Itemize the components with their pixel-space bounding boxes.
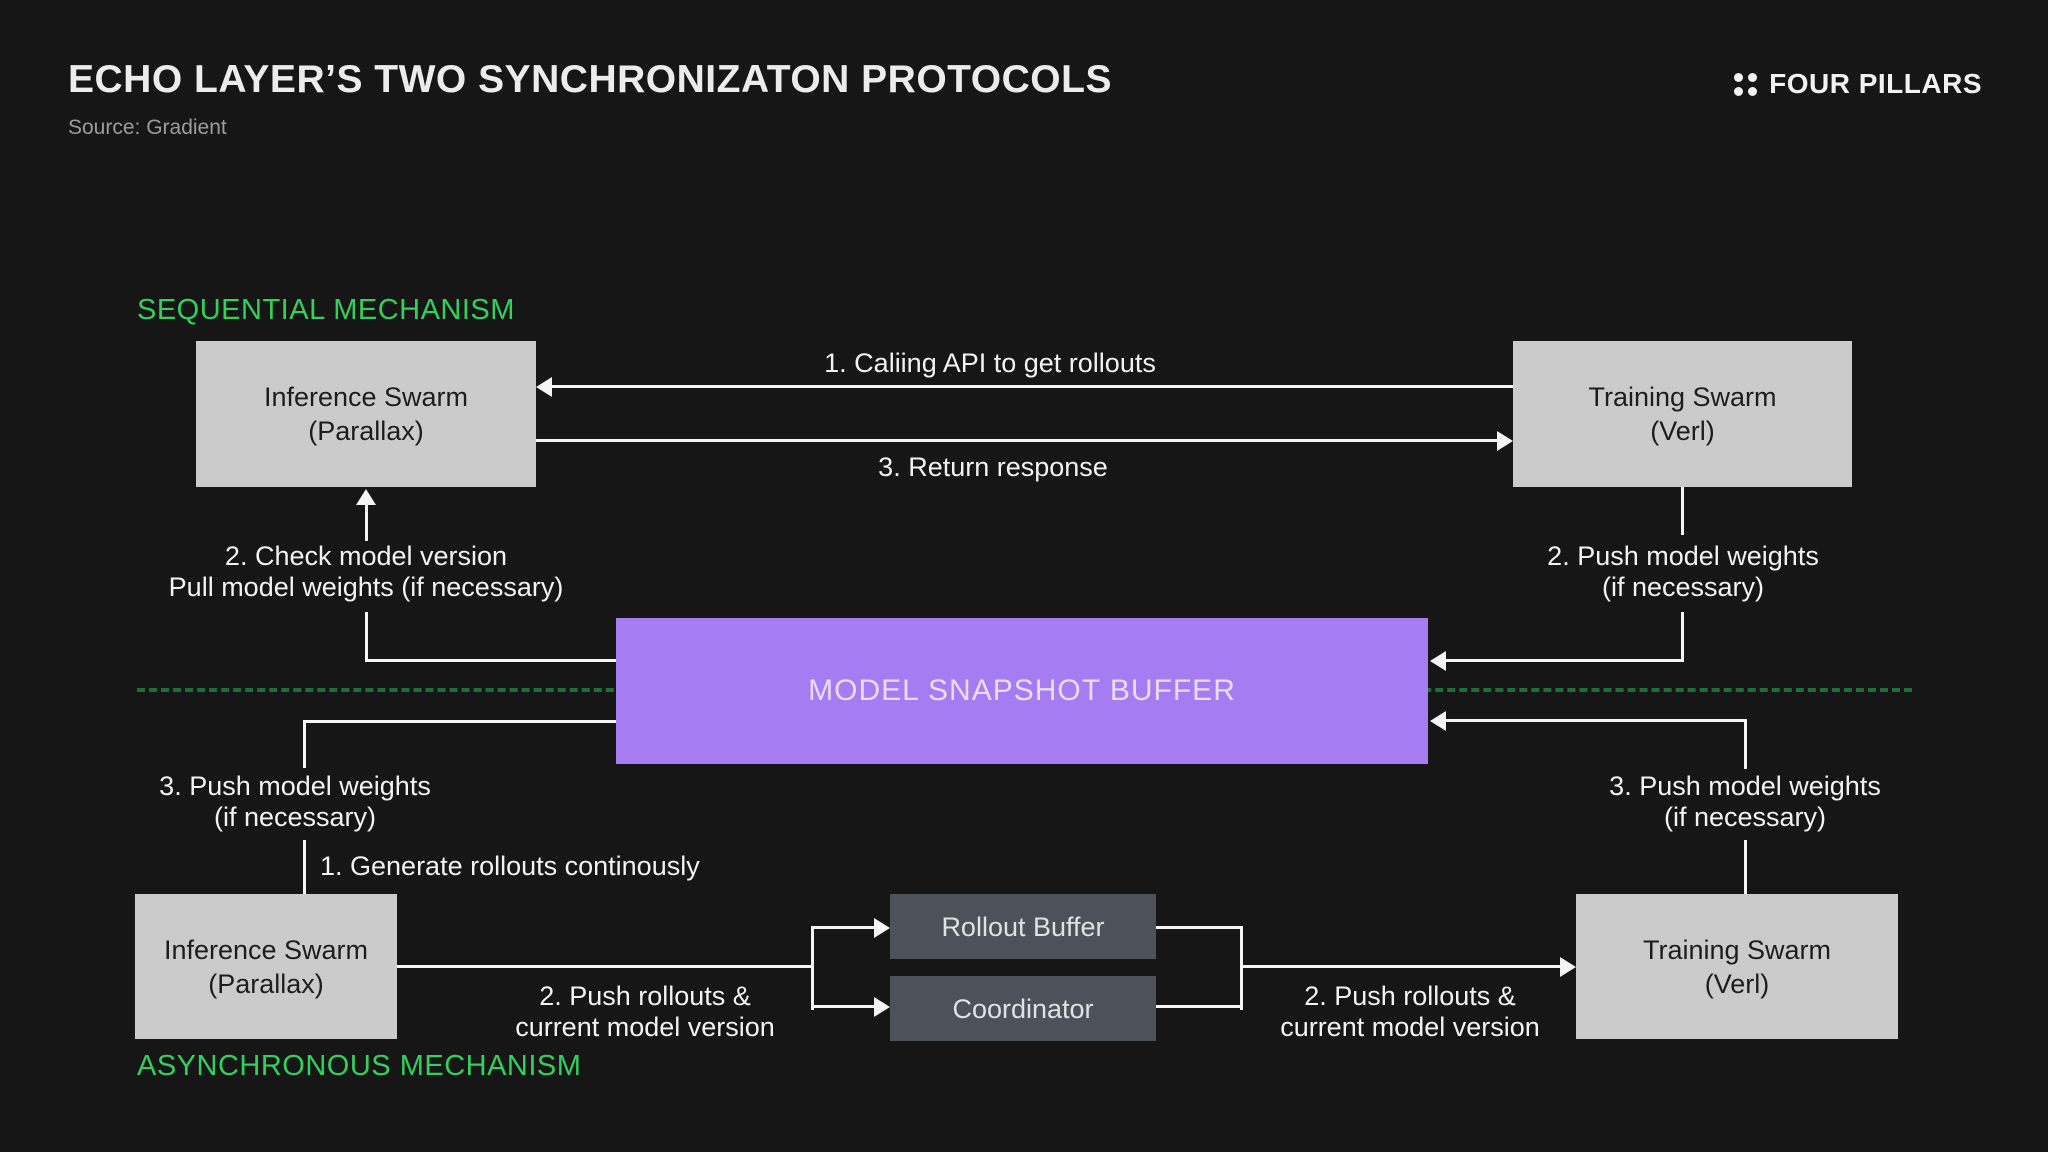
seq-training-swarm-line1: Training Swarm <box>1588 382 1777 412</box>
seq-right-elbow-horizontal-line <box>1446 659 1683 662</box>
async-inference-swarm-line1: Inference Swarm <box>163 934 369 965</box>
seq-left-elbow-vertical-line <box>365 612 368 662</box>
source-caption: Source: Gradient <box>68 116 227 139</box>
brand-logo: FOUR PILLARS <box>1734 68 1982 100</box>
seq-push-weights-line1: 2. Push model weights <box>1547 541 1819 571</box>
async-push-weights-right-line2: (if necessary) <box>1663 802 1827 832</box>
seq-check-version-label: 2. Check model version Pull model weight… <box>96 541 636 603</box>
model-snapshot-buffer-box: MODEL SNAPSHOT BUFFER <box>616 618 1428 764</box>
async-training-swarm-line1: Training Swarm <box>1642 934 1832 965</box>
seq-push-weights-label: 2. Push model weights (if necessary) <box>1463 541 1903 603</box>
async-push-rollouts-right-label: 2. Push rollouts & current model version <box>1210 981 1610 1043</box>
seq-check-version-line2: Pull model weights (if necessary) <box>168 572 564 602</box>
seq-push-weights-line2: (if necessary) <box>1601 572 1765 602</box>
async-inference-swarm-box: Inference Swarm (Parallax) <box>135 894 397 1039</box>
async-push-weights-left-line1: 3. Push model weights <box>159 771 431 801</box>
async-right-branch-vertical-line <box>1240 926 1243 1010</box>
seq-push-weights-v1-line <box>1681 487 1684 535</box>
coordinator-out-line <box>1156 1005 1243 1008</box>
async-training-swarm-line2: (Verl) <box>1704 968 1770 999</box>
async-push-weights-right-line1: 3. Push model weights <box>1609 771 1881 801</box>
seq-call-api-arrowhead-icon <box>536 377 552 397</box>
model-snapshot-buffer-label: MODEL SNAPSHOT BUFFER <box>808 674 1236 707</box>
async-push-rollouts-right-line1: 2. Push rollouts & <box>1304 981 1516 1011</box>
seq-training-swarm-box: Training Swarm (Verl) <box>1513 341 1852 487</box>
async-left-elbow-v2-line <box>303 840 306 894</box>
coordinator-box: Coordinator <box>890 976 1156 1041</box>
seq-push-weights-arrowhead-icon <box>1430 651 1446 671</box>
rollout-buffer-box: Rollout Buffer <box>890 894 1156 959</box>
seq-inference-swarm-line1: Inference Swarm <box>263 382 469 412</box>
async-push-rollouts-right-line2: current model version <box>1280 1012 1540 1042</box>
async-push-rollouts-left-line1: 2. Push rollouts & <box>539 981 751 1011</box>
seq-return-label: 3. Return response <box>878 452 1108 482</box>
async-push-rollouts-left-line2: current model version <box>515 1012 775 1042</box>
seq-push-weights-v2-line <box>1681 612 1684 662</box>
async-left-elbow-horizontal-line <box>303 720 620 723</box>
rollout-buffer-in-arrowhead-icon <box>874 918 890 938</box>
seq-check-version-line1: 2. Check model version <box>224 541 508 571</box>
seq-training-swarm-line2: (Verl) <box>1650 416 1715 446</box>
coordinator-label: Coordinator <box>952 993 1094 1024</box>
page-title: ECHO LAYER’S TWO SYNCHRONIZATON PROTOCOL… <box>68 58 1112 101</box>
async-push-weights-left-line2: (if necessary) <box>213 802 377 832</box>
seq-call-api-line <box>550 385 1513 388</box>
seq-inference-swarm-line2: (Parallax) <box>308 416 424 446</box>
sequential-section-label: SEQUENTIAL MECHANISM <box>137 294 515 326</box>
asynchronous-section-label: ASYNCHRONOUS MECHANISM <box>137 1050 582 1082</box>
async-push-rollouts-left-label: 2. Push rollouts & current model version <box>445 981 845 1043</box>
rollout-buffer-in-line <box>811 926 876 929</box>
rollout-buffer-label: Rollout Buffer <box>941 911 1105 942</box>
async-right-elbow-v2-line <box>1744 840 1747 894</box>
brand-name: FOUR PILLARS <box>1769 68 1982 99</box>
seq-left-elbow-horizontal-line <box>365 659 620 662</box>
async-inference-swarm-line2: (Parallax) <box>208 968 324 999</box>
async-generate-rollouts-label: 1. Generate rollouts continously <box>320 851 700 881</box>
async-left-elbow-v1-line <box>303 720 306 768</box>
seq-inference-swarm-box: Inference Swarm (Parallax) <box>196 341 536 487</box>
async-left-branch-vertical-line <box>811 926 814 1010</box>
async-push-weights-left-label: 3. Push model weights (if necessary) <box>95 771 495 833</box>
async-mid-right-line <box>1240 965 1562 968</box>
seq-call-api-label: 1. Caliing API to get rollouts <box>824 348 1156 378</box>
rollout-buffer-out-line <box>1156 926 1243 929</box>
async-push-weights-right-label: 3. Push model weights (if necessary) <box>1545 771 1945 833</box>
async-to-training-arrowhead-icon <box>1560 957 1576 977</box>
async-training-swarm-box: Training Swarm (Verl) <box>1576 894 1898 1039</box>
async-push-weights-right-arrowhead-icon <box>1430 711 1446 731</box>
async-mid-left-line <box>397 965 814 968</box>
async-right-elbow-horizontal-line <box>1446 719 1747 722</box>
seq-return-arrowhead-icon <box>1497 431 1513 451</box>
seq-pull-weights-up-line <box>365 503 368 541</box>
coordinator-in-line <box>811 1005 876 1008</box>
seq-pull-weights-up-arrowhead-icon <box>356 489 376 505</box>
coordinator-in-arrowhead-icon <box>874 997 890 1017</box>
four-dots-icon <box>1734 72 1758 96</box>
seq-return-line <box>536 439 1499 442</box>
async-right-elbow-v1-line <box>1744 719 1747 769</box>
